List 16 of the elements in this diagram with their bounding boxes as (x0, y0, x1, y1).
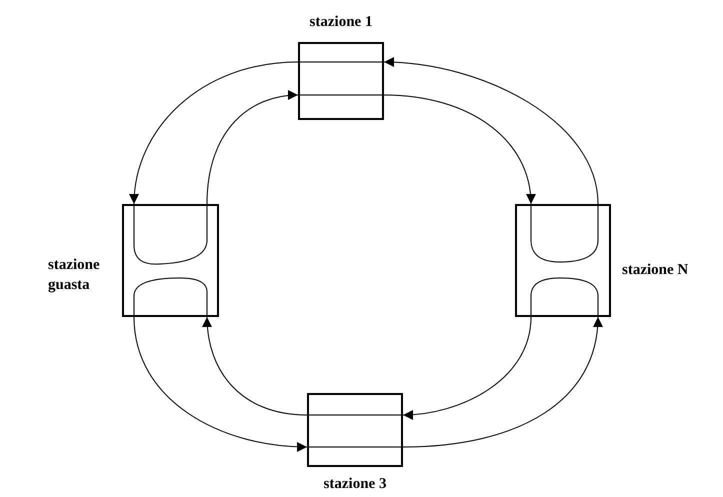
station-label: stazione guasta (48, 256, 101, 295)
station-box (307, 393, 403, 467)
station-box (122, 204, 219, 317)
ring-arrow (384, 94, 536, 204)
station-box (298, 42, 384, 120)
ring-arrow (130, 62, 298, 204)
station-label: stazione N (622, 261, 690, 280)
station-label: stazione 1 (308, 13, 374, 32)
ring-arrow (402, 316, 532, 420)
ring-arrow (402, 316, 602, 448)
ring-arrow (202, 316, 308, 416)
ring-arrow (134, 316, 308, 452)
ring-arrow (206, 90, 298, 204)
station-box (515, 204, 611, 317)
ring-arrow (384, 58, 598, 204)
station-label: stazione 3 (322, 475, 388, 494)
